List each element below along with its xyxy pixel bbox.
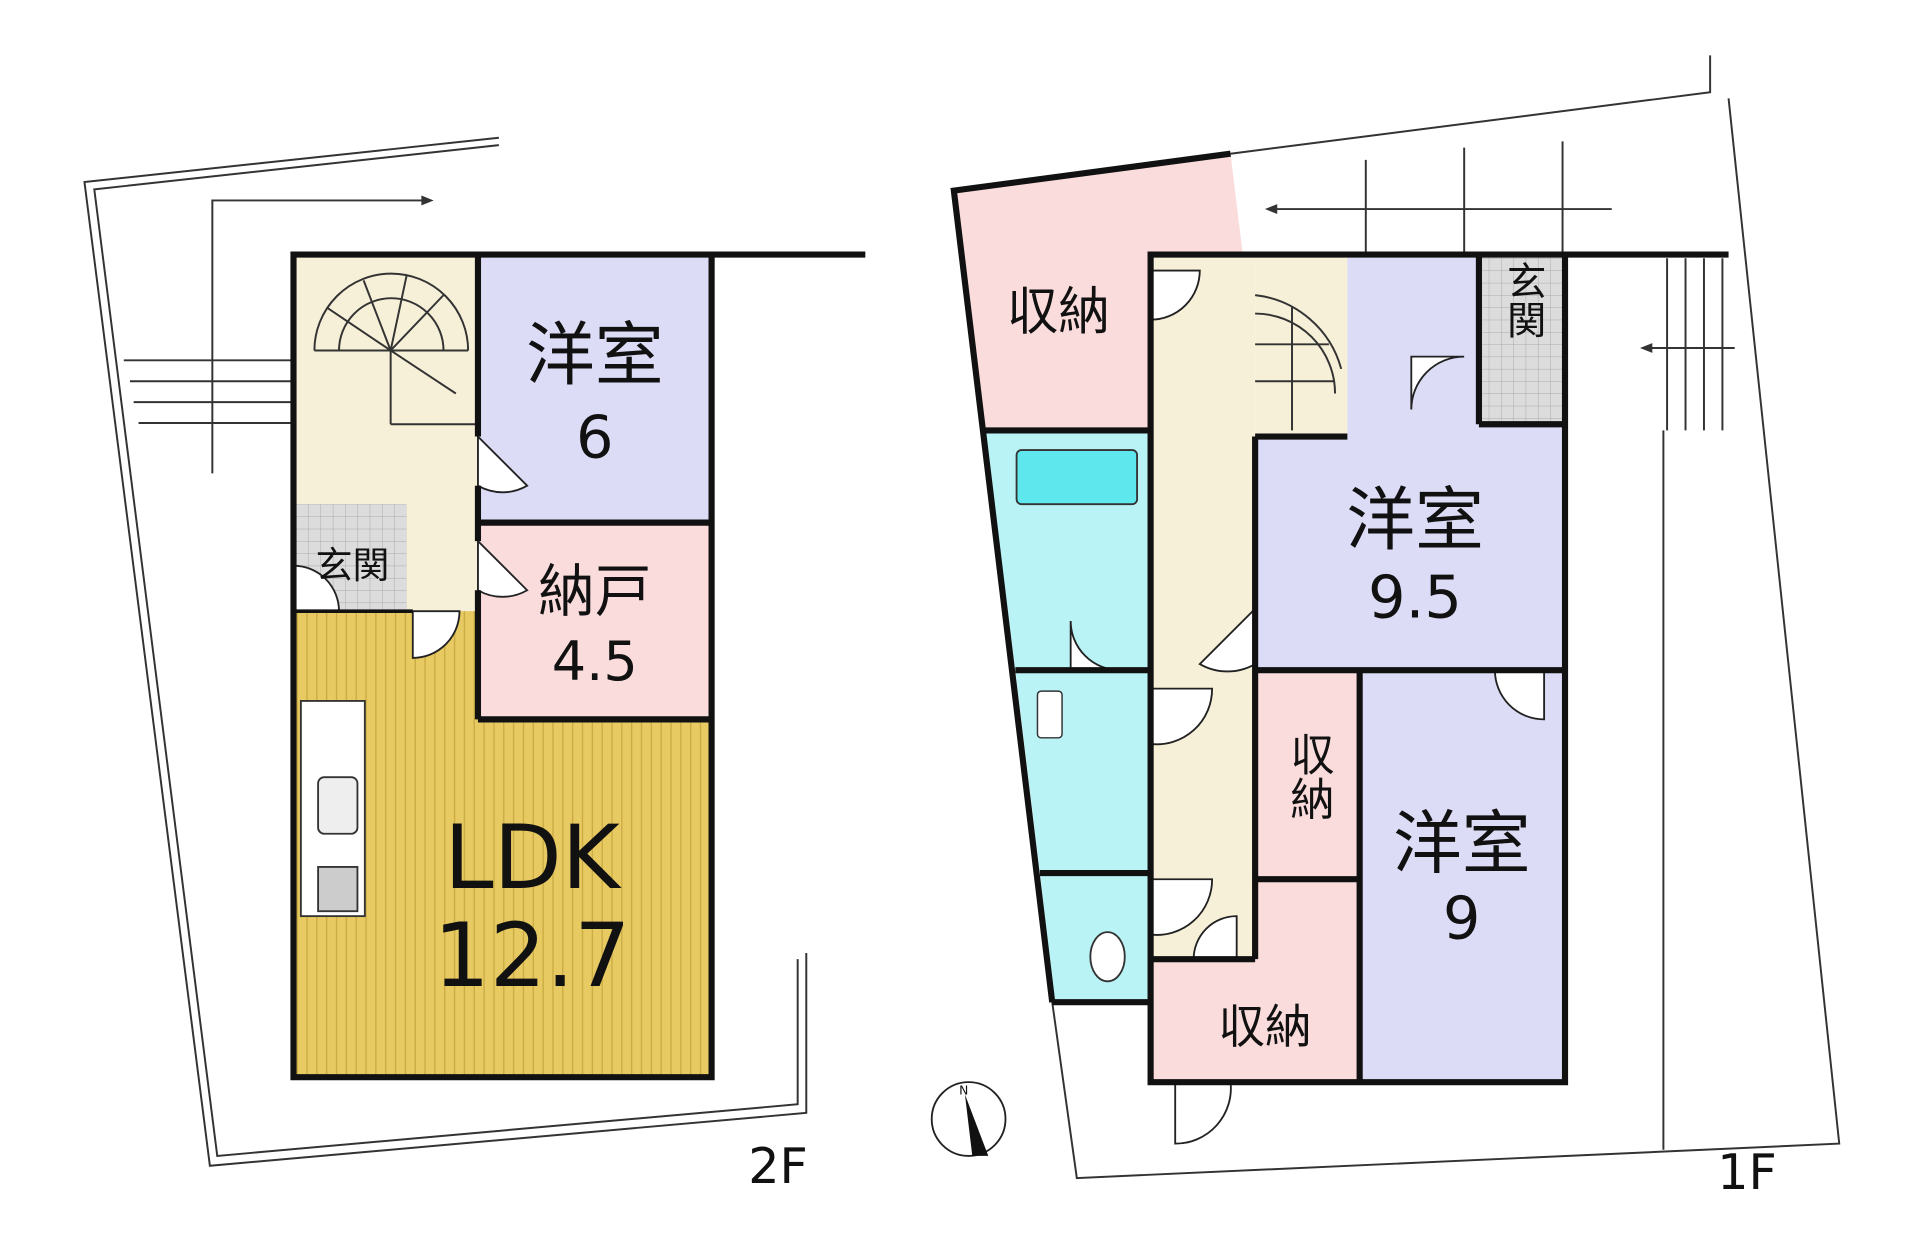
room-size-storeroom: 4.5 bbox=[552, 630, 638, 693]
room-name-ldk: LDK bbox=[444, 806, 621, 909]
room-name-western-9-5: 洋室 bbox=[1346, 481, 1484, 561]
room-size-western-9: 9 bbox=[1443, 883, 1481, 952]
doors-1f bbox=[1069, 269, 1546, 1145]
storage-bottom bbox=[1150, 879, 1360, 1083]
room-name-entrance-1f: 玄関 bbox=[1500, 260, 1546, 339]
bathtub-icon bbox=[1015, 449, 1138, 506]
compass-north-label: N bbox=[959, 1083, 968, 1097]
walls-1f bbox=[950, 150, 1729, 1086]
spiral-stairs-icon bbox=[313, 272, 478, 426]
room-name-western-9: 洋室 bbox=[1393, 804, 1531, 884]
exterior-steps bbox=[123, 359, 294, 425]
floor-label-2f: 2F bbox=[748, 1137, 808, 1195]
sink-icon bbox=[317, 776, 359, 835]
entrance-1f bbox=[1478, 254, 1566, 425]
walls-2f bbox=[290, 251, 866, 1081]
stove-icon bbox=[317, 866, 359, 913]
room-western-9-5 bbox=[1255, 254, 1566, 671]
storage-top bbox=[953, 153, 1243, 431]
lot-line-1f-right bbox=[1051, 98, 1841, 1180]
compass-icon: N bbox=[930, 1081, 1007, 1157]
hall-1f bbox=[1150, 254, 1256, 960]
arrow-head-icon bbox=[1640, 343, 1653, 353]
washbasin-icon bbox=[1036, 690, 1063, 739]
arrow-head-icon bbox=[1264, 204, 1278, 214]
approach-arrow bbox=[211, 199, 432, 474]
lot-line-1f bbox=[1230, 55, 1712, 155]
room-name-storage-top: 収納 bbox=[1007, 283, 1110, 343]
room-size-western-6: 6 bbox=[576, 402, 614, 471]
lot-line-2f-inner bbox=[93, 144, 799, 1157]
doors-2f bbox=[292, 434, 529, 659]
room-name-storeroom: 納戸 bbox=[538, 559, 651, 625]
storage-mid bbox=[1255, 670, 1360, 880]
lot-line-2f bbox=[83, 136, 808, 1167]
exterior-steps-1f bbox=[1267, 141, 1735, 431]
floor-1f: 収納 洋室 9.5 洋室 9 収納 収納 玄関 1F bbox=[950, 55, 1841, 1201]
room-ldk bbox=[293, 611, 712, 1078]
room-western-9 bbox=[1359, 670, 1566, 1083]
room-name-storage-bottom: 収納 bbox=[1218, 1001, 1311, 1055]
room-size-western-9-5: 9.5 bbox=[1368, 562, 1462, 631]
spiral-stairs-1f-icon bbox=[1255, 294, 1343, 431]
toilet-icon bbox=[1089, 931, 1126, 983]
arrow-head-icon bbox=[421, 195, 434, 206]
toilet-room bbox=[1039, 873, 1151, 1003]
floor-2f: 洋室 6 納戸 4.5 LDK 12.7 玄関 2F bbox=[83, 136, 866, 1195]
room-storeroom bbox=[477, 522, 712, 720]
floor-label-1f: 1F bbox=[1717, 1143, 1777, 1201]
room-name-storage-mid: 収納 bbox=[1283, 732, 1334, 821]
room-name-entrance-2f: 玄関 bbox=[316, 544, 390, 587]
room-name-western-6: 洋室 bbox=[526, 316, 664, 396]
stair-1f bbox=[1255, 254, 1348, 437]
room-size-ldk: 12.7 bbox=[434, 904, 631, 1007]
